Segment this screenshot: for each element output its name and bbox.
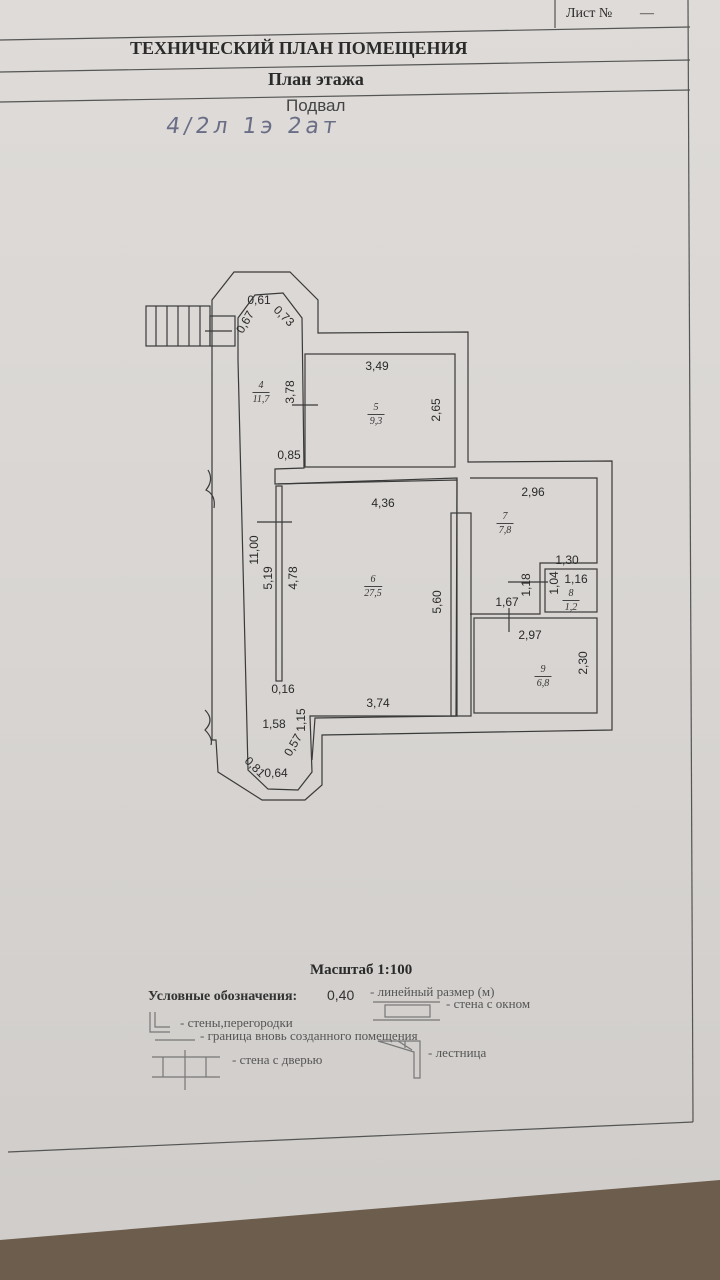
- legend-walls: - стены,перегородки: [180, 1015, 293, 1030]
- room-9-walls: [473, 617, 598, 714]
- legend-new-boundary: - граница вновь созданного помещения: [200, 1028, 418, 1043]
- partition: [450, 512, 472, 717]
- dimension: 1,18: [519, 573, 533, 597]
- outer-wall: [211, 271, 613, 801]
- dimension: 0,61: [247, 293, 271, 307]
- document-subtitle: План этажа: [268, 69, 364, 89]
- dimension: 0,64: [264, 766, 288, 780]
- dimension: 3,49: [365, 359, 389, 373]
- dimension: 11,00: [247, 535, 261, 565]
- dimension: 3,78: [283, 380, 297, 404]
- room-5-walls: [304, 353, 456, 468]
- legend-door-wall: - стена с дверью: [232, 1052, 323, 1067]
- dimension: 1,30: [555, 553, 579, 567]
- room-7-walls: [470, 477, 598, 615]
- dimension: 1,58: [262, 717, 286, 731]
- dimension: 5,19: [261, 566, 275, 590]
- sheet-number: —: [640, 6, 654, 21]
- page-frame: [0, 0, 694, 1153]
- legend-title: Условные обозначения:: [148, 989, 298, 1004]
- dimension: 3,74: [366, 696, 390, 710]
- dimension: 1,16: [564, 572, 588, 586]
- dimension: 0,16: [271, 682, 295, 696]
- dimension: 0,85: [277, 448, 301, 462]
- door-break-top: [205, 469, 215, 509]
- dimension: 4,78: [286, 566, 300, 590]
- legend-symbols: [149, 1001, 440, 1090]
- dimension: 1,04: [547, 571, 561, 595]
- room-8-walls: [544, 568, 598, 613]
- dimension: 5,60: [430, 590, 444, 614]
- dimension: 1,67: [495, 595, 519, 609]
- dimension: 2,65: [429, 398, 443, 422]
- dimension: 2,96: [521, 485, 545, 499]
- scale-label: Масштаб 1:100: [310, 962, 413, 978]
- door-break-bottom: [204, 709, 212, 746]
- legend-window-wall: - стена с окном: [446, 996, 531, 1011]
- handwritten-note: 4/2л 1э 2ат: [164, 114, 342, 139]
- inner-wall: [237, 292, 458, 791]
- floor-label: Подвал: [286, 96, 346, 115]
- legend-stairs: - лестница: [428, 1045, 487, 1060]
- stairs: [145, 305, 236, 347]
- document-title: ТЕХНИЧЕСКИЙ ПЛАН ПОМЕЩЕНИЯ: [130, 38, 468, 58]
- legend-linear-size: - линейный размер (м): [370, 984, 495, 999]
- dimension: 4,36: [371, 496, 395, 510]
- dimension: 2,97: [518, 628, 542, 642]
- dimension: 1,15: [294, 708, 308, 732]
- sheet-label: Лист №: [566, 6, 613, 21]
- dimension: 2,30: [576, 651, 590, 675]
- legend-sample-value: 0,40: [327, 987, 355, 1003]
